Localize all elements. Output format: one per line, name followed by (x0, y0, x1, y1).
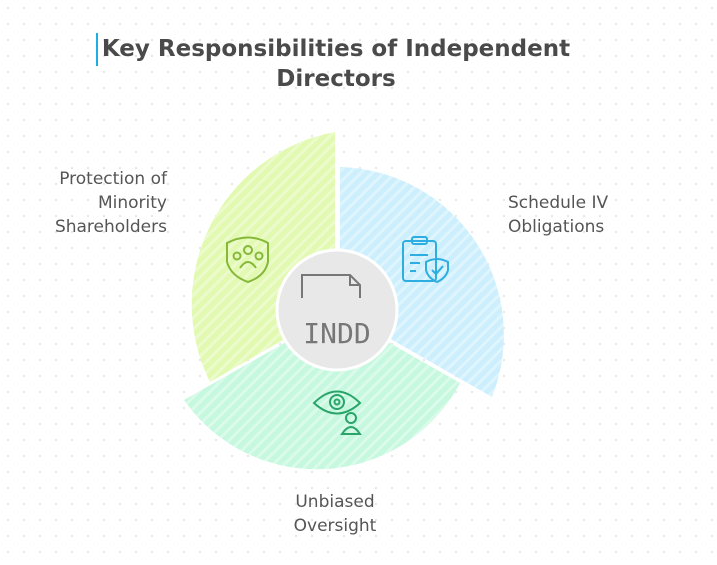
eye-person-icon (312, 390, 362, 435)
label-line: Schedule IV (508, 193, 609, 213)
title-line-1: Key Responsibilities of Independent (101, 36, 571, 62)
label-line: Shareholders (54, 217, 167, 237)
label-line: Unbiased (295, 492, 375, 512)
label-protection: Protection of Minority Shareholders (55, 167, 167, 239)
label-line: Minority (97, 193, 167, 213)
segment-oversight[interactable] (184, 313, 460, 470)
center-circle (275, 248, 399, 372)
text-cursor (96, 33, 98, 66)
label-schedule: Schedule IV Obligations (508, 191, 608, 239)
clipboard-shield-icon (402, 236, 449, 284)
diagram-title: Key Responsibilities of Independent Dire… (96, 34, 576, 94)
label-line: Oversight (293, 516, 377, 536)
label-line: Obligations (508, 217, 605, 237)
title-line-2: Directors (276, 66, 396, 92)
label-line: Protection of (59, 169, 167, 189)
shield-group-icon (226, 236, 269, 284)
document-icon (301, 274, 361, 298)
center-label: INDD (303, 317, 370, 350)
label-oversight: Unbiased Oversight (235, 490, 435, 538)
